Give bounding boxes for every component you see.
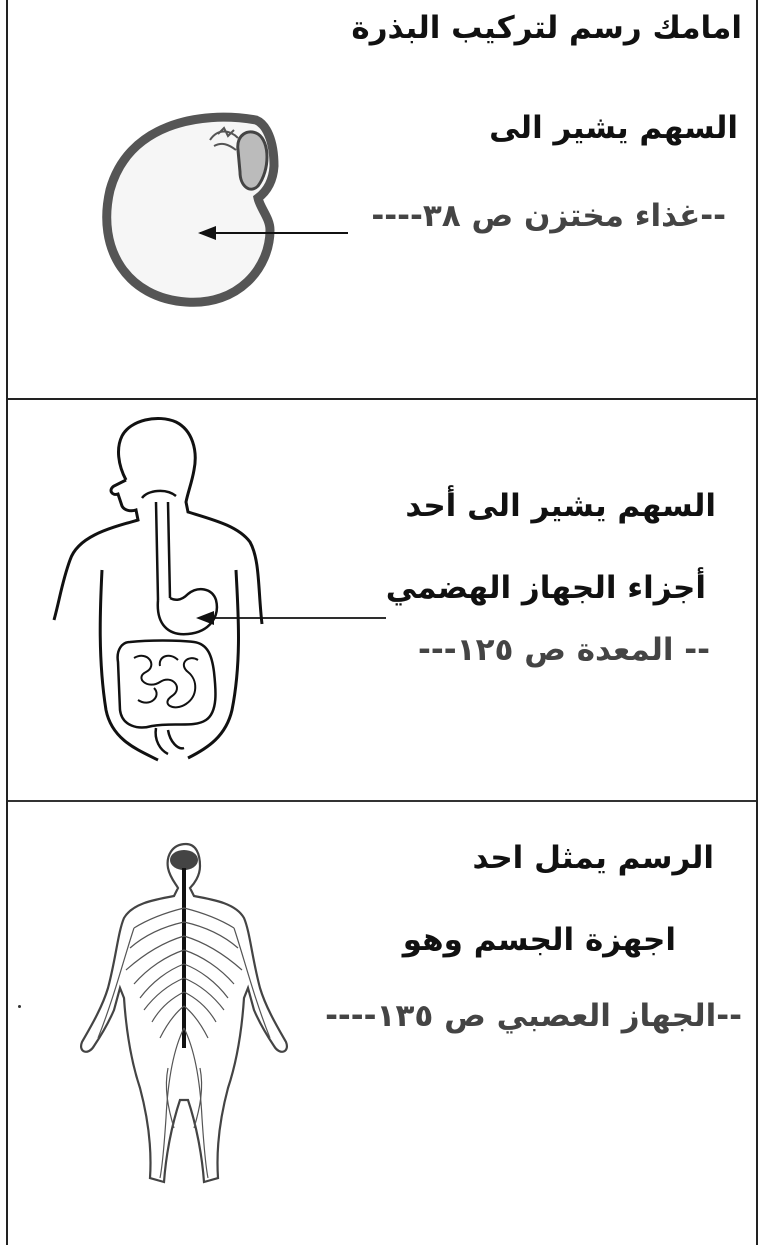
nervous-answer: --الجهاز العصبي ص ١٣٥---- [325,998,742,1034]
digestive-answer: -- المعدة ص ١٢٥--- [418,632,710,668]
seed-question-title: امامك رسم لتركيب البذرة [351,10,742,46]
seed-question-prompt: السهم يشير الى [489,110,738,146]
question-nervous-panel: الرسم يمثل احد اجهزة الجسم وهو --الجهاز … [8,802,756,1245]
digestive-question-line2: أجزاء الجهاز الهضمي [386,570,706,606]
nervous-question-line1: الرسم يمثل احد [472,840,714,876]
nervous-question-line2: اجهزة الجسم وهو [403,922,676,958]
scan-speck [18,1005,21,1008]
question-digestive-panel: السهم يشير الى أحد أجزاء الجهاز الهضمي -… [8,400,756,802]
seed-answer: --غذاء مختزن ص ٣٨---- [371,198,726,234]
worksheet: امامك رسم لتركيب البذرة السهم يشير الى -… [6,0,758,1245]
seed-diagram [88,100,368,310]
nervous-system-diagram [68,838,328,1198]
digestive-system-diagram [38,410,398,770]
question-seed-panel: امامك رسم لتركيب البذرة السهم يشير الى -… [8,0,756,400]
digestive-question-line1: السهم يشير الى أحد [405,488,716,524]
